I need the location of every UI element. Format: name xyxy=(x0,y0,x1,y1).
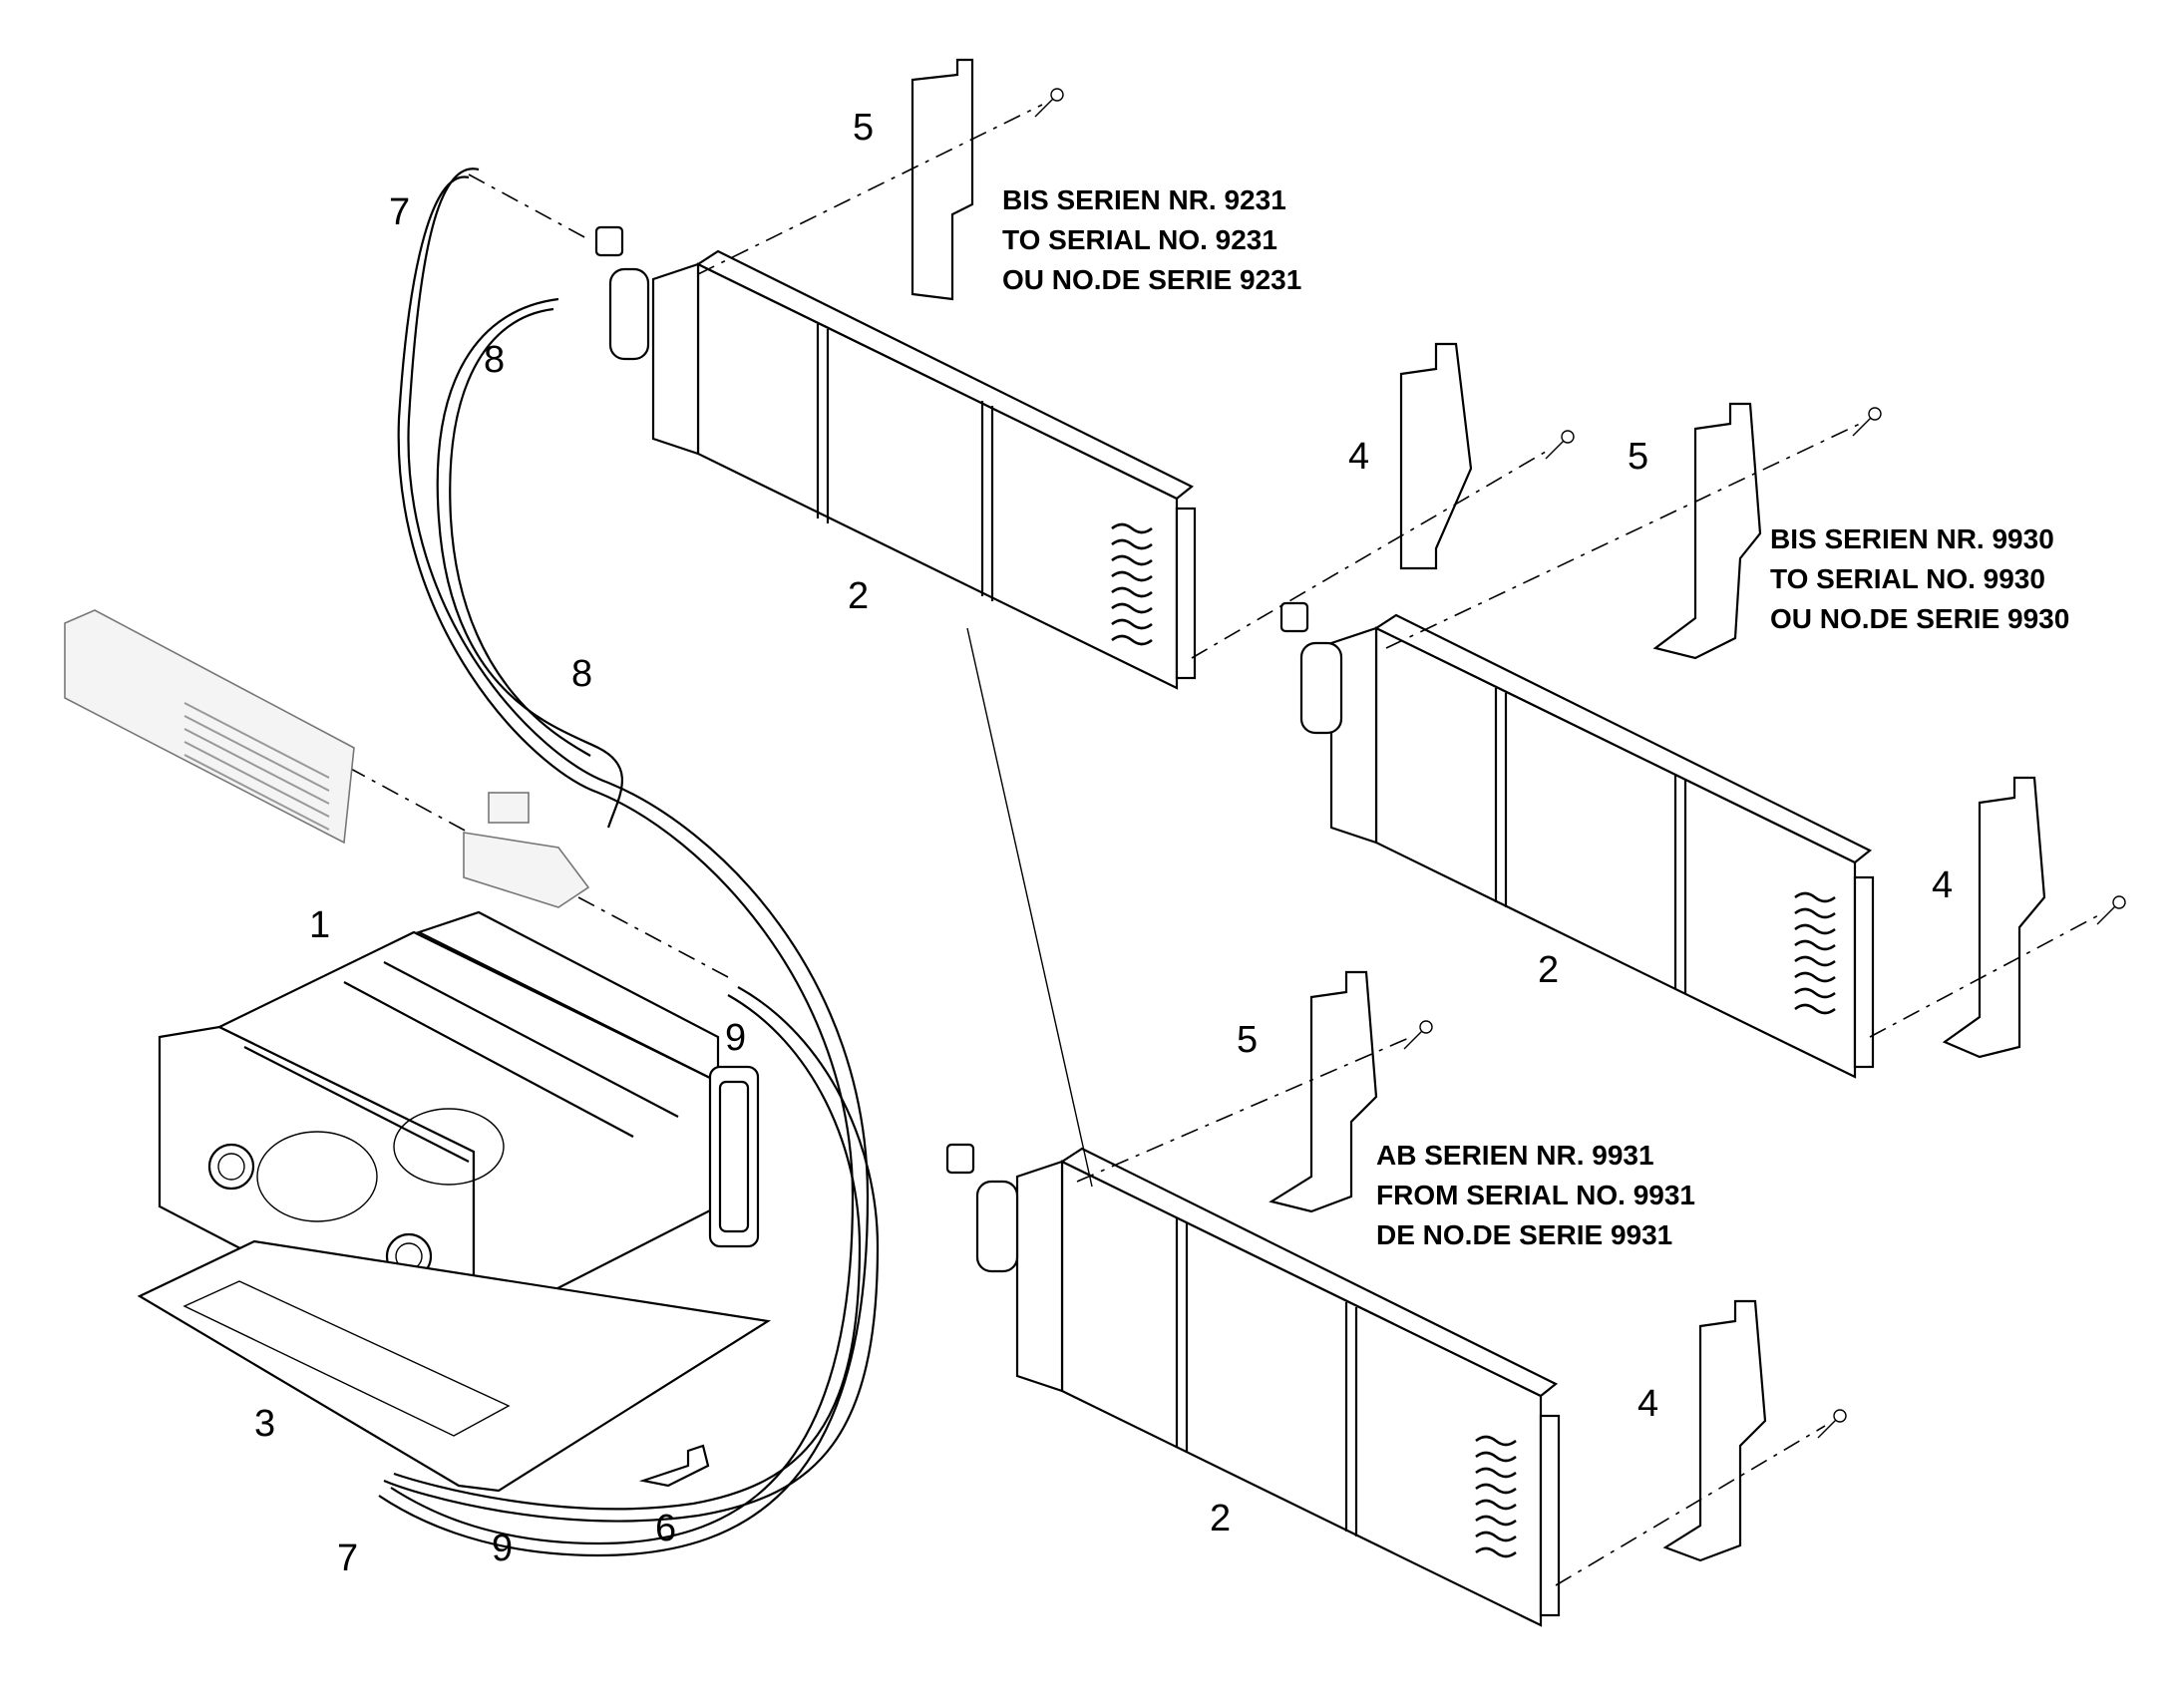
evaporator-unit xyxy=(158,910,760,1343)
clamp xyxy=(638,1444,710,1488)
bracket-4-middle xyxy=(1399,342,1473,570)
serial-note-bottom-line-3: DE NO.DE SERIE 9931 xyxy=(1376,1219,1672,1250)
callout-9-bottom: 9 xyxy=(492,1528,513,1569)
callout-1: 1 xyxy=(309,904,330,946)
bracket-5-bottom xyxy=(1269,970,1378,1213)
serial-note-top-line-2: TO SERIAL NO. 9231 xyxy=(1002,224,1277,255)
callout-7-bottom: 7 xyxy=(337,1537,358,1579)
serial-note-middle: BIS SERIEN NR. 9930 TO SERIAL NO. 9930 O… xyxy=(1770,523,2069,634)
callout-8-top: 8 xyxy=(484,339,505,381)
callout-3: 3 xyxy=(254,1403,275,1445)
bracket-5-middle xyxy=(1652,402,1762,660)
callout-8-middle: 8 xyxy=(571,653,592,695)
serial-note-top-line-1: BIS SERIEN NR. 9231 xyxy=(1002,184,1286,215)
callout-9-right: 9 xyxy=(725,1017,746,1059)
serial-note-middle-line-3: OU NO.DE SERIE 9930 xyxy=(1770,603,2069,634)
callout-5-top: 5 xyxy=(853,107,874,149)
callout-4-middle: 4 xyxy=(1348,436,1369,478)
callout-7-top: 7 xyxy=(389,191,410,233)
condenser-unit-bottom xyxy=(945,1143,1561,1627)
callout-5-middle: 5 xyxy=(1628,436,1648,478)
air-filter-grille xyxy=(64,609,355,845)
callout-4-right: 4 xyxy=(1932,864,1953,906)
callout-6: 6 xyxy=(655,1508,676,1549)
expansion-valve xyxy=(463,792,590,908)
serial-note-bottom-line-1: AB SERIEN NR. 9931 xyxy=(1376,1140,1654,1171)
serial-note-middle-line-1: BIS SERIEN NR. 9930 xyxy=(1770,523,2054,554)
bracket-5-top xyxy=(910,58,974,301)
bracket-4-bottom xyxy=(1662,1299,1767,1562)
serial-note-bottom-line-2: FROM SERIAL NO. 9931 xyxy=(1376,1180,1695,1210)
bracket-4-right xyxy=(1942,776,2046,1059)
callout-5-bottom: 5 xyxy=(1237,1019,1258,1061)
condenser-unit-middle xyxy=(1279,601,1875,1079)
hose-assembly xyxy=(378,168,880,1557)
callout-2-bottom: 2 xyxy=(1210,1498,1231,1539)
callout-2-middle: 2 xyxy=(1538,949,1559,991)
callout-4-bottom: 4 xyxy=(1637,1383,1658,1425)
mounting-plate xyxy=(137,1239,772,1493)
serial-note-top: BIS SERIEN NR. 9231 TO SERIAL NO. 9231 O… xyxy=(1002,184,1301,295)
serial-note-middle-line-2: TO SERIAL NO. 9930 xyxy=(1770,563,2045,594)
callout-2-top: 2 xyxy=(848,575,869,617)
serial-note-top-line-3: OU NO.DE SERIE 9231 xyxy=(1002,264,1301,295)
serial-note-bottom: AB SERIEN NR. 9931 FROM SERIAL NO. 9931 … xyxy=(1376,1140,1695,1250)
condenser-unit-top xyxy=(594,225,1197,690)
